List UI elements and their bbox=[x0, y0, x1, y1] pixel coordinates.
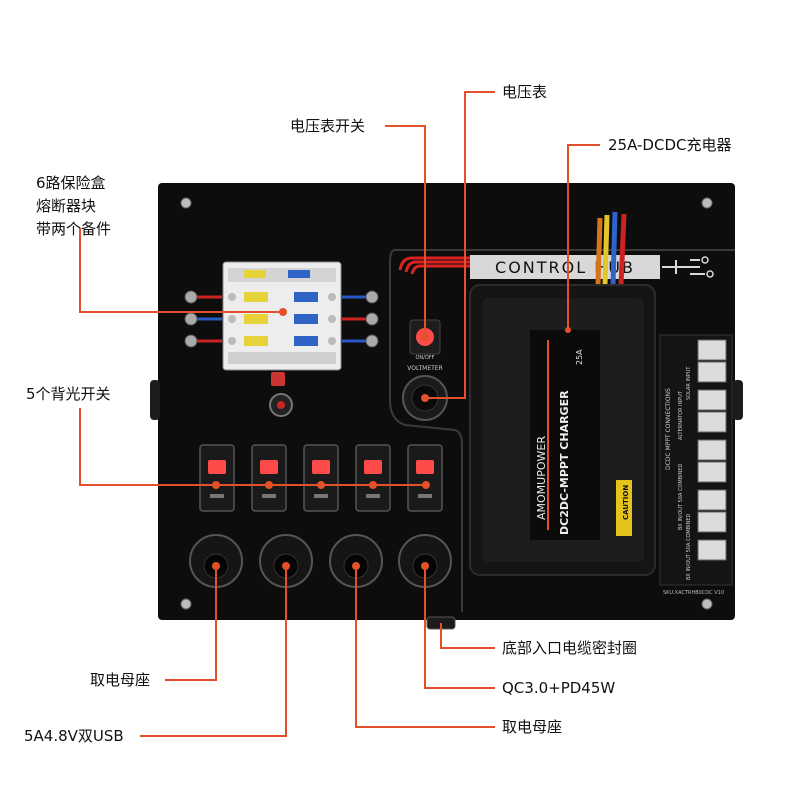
onoff-label: ON/OFF bbox=[415, 355, 434, 361]
dcdc-charger: AMOMUPOWER DC2DC-MPPT CHARGER 25A CAUTIO… bbox=[469, 211, 656, 576]
callout-backlit-switches: 5个背光开关 bbox=[26, 385, 111, 403]
conn-label-2: ALTERNATOR INPUT bbox=[678, 390, 684, 440]
rocker-switches[interactable] bbox=[199, 444, 443, 512]
charger-rating: 25A bbox=[575, 349, 584, 365]
conn-label-3: SOLAR INPUT bbox=[686, 366, 692, 400]
charger-model: DC2DC-MPPT CHARGER bbox=[558, 390, 571, 535]
callout-socket-left: 取电母座 bbox=[90, 671, 151, 689]
conn-sku: SKU:XACTRHB0CDC V10 bbox=[663, 590, 724, 596]
leader-dots bbox=[212, 308, 571, 570]
charger-connections: DCDC MPPT CONNECTIONS ALTERNATOR INPUT S… bbox=[659, 334, 733, 596]
conn-label-4: BX IN/OUT 50A COMBINED bbox=[678, 464, 684, 531]
power-sockets bbox=[189, 534, 452, 588]
leader-lines bbox=[79, 91, 600, 737]
callout-voltmeter-switch: 电压表开关 bbox=[290, 117, 366, 135]
fuse-box bbox=[184, 261, 379, 417]
panel-header-outline bbox=[389, 249, 735, 612]
left-side-bump bbox=[150, 380, 160, 420]
callout-socket-right: 取电母座 bbox=[502, 718, 563, 736]
right-side-bump bbox=[733, 380, 743, 420]
callout-usb: 5A4.8V双USB bbox=[24, 727, 124, 745]
mounting-screws bbox=[180, 197, 713, 610]
callout-qc-pd: QC3.0+PD45W bbox=[502, 679, 616, 697]
callout-grommet: 底部入口电缆密封圈 bbox=[502, 639, 638, 657]
conn-label-5: BX IN/OUT 50A COMBINED bbox=[686, 514, 692, 581]
callout-fuse-box: 6路保险盒 熔断器块 带两个备件 bbox=[36, 174, 112, 238]
conn-label-1: DCDC MPPT CONNECTIONS bbox=[665, 388, 672, 470]
callout-dcdc-charger: 25A-DCDC充电器 bbox=[608, 136, 732, 154]
callout-voltmeter: 电压表 bbox=[502, 83, 548, 101]
voltmeter-label: VOLTMETER bbox=[407, 365, 443, 372]
charger-caution: CAUTION bbox=[622, 485, 630, 520]
charger-brand: AMOMUPOWER bbox=[535, 436, 548, 520]
